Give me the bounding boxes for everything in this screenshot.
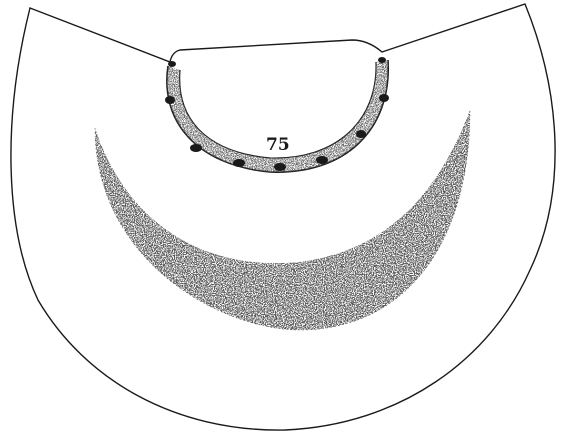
figure-number-label: 75 xyxy=(266,135,290,155)
outer-plate-outline xyxy=(11,4,555,430)
